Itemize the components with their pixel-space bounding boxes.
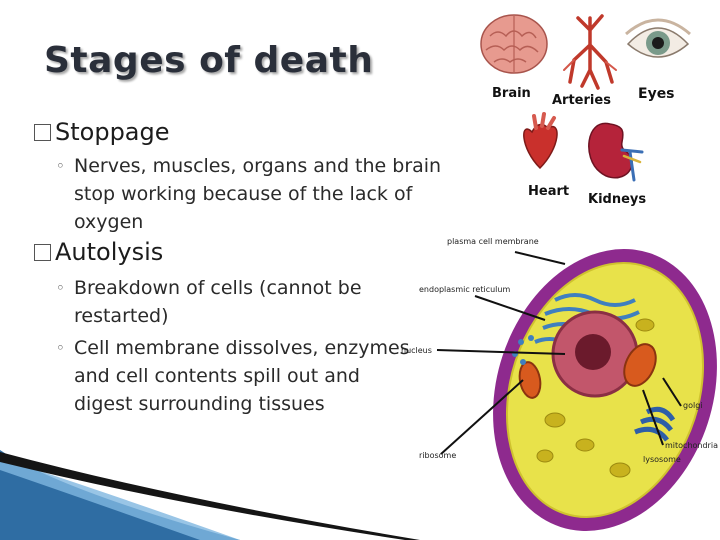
bullet-heading: Stoppage — [55, 118, 170, 146]
pointer-lines — [436, 251, 682, 455]
sub-bullet: ◦ Breakdown of cells (cannot be restarte… — [56, 274, 456, 330]
label-nucleus: nucleus — [401, 346, 432, 355]
sub-bullet-text: Breakdown of cells (cannot be restarted) — [74, 277, 362, 327]
sub-bullet: ◦ Cell membrane dissolves, enzymes and c… — [56, 334, 416, 418]
kidneys-image: Kidneys — [588, 122, 646, 207]
nucleolus-shape — [575, 334, 611, 370]
mitochondrion-shape — [623, 343, 657, 387]
sub-bullet: ◦ Nerves, muscles, organs and the brain … — [56, 152, 456, 236]
bullet-heading: Autolysis — [55, 238, 164, 266]
label-lysosome: lysosome — [643, 455, 681, 464]
sub-bullet-text: Nerves, muscles, organs and the brain st… — [74, 155, 442, 233]
brain-label: Brain — [492, 86, 531, 101]
slide-title: Stages of death — [44, 40, 374, 81]
square-box-icon — [34, 123, 51, 141]
eyes-image: Eyes — [625, 18, 691, 102]
kidneys-label: Kidneys — [588, 192, 646, 207]
decorative-swoosh — [0, 450, 420, 540]
vesicles — [536, 318, 655, 478]
heart-image: Heart — [523, 112, 569, 199]
bullet-autolysis: Autolysis — [34, 238, 163, 266]
eyes-label: Eyes — [638, 86, 675, 102]
label-ribosome: ribosome — [419, 451, 456, 460]
label-mitochondria: mitochondria — [665, 441, 718, 450]
label-golgi: golgi — [683, 401, 703, 410]
ring-bullet-icon: ◦ — [56, 339, 65, 357]
bullet-stoppage: Stoppage — [34, 118, 170, 146]
brain-image: Brain — [480, 14, 548, 101]
organs-illustration: Brain Arteries Eyes Heart Kidneys — [480, 14, 691, 207]
square-box-icon — [34, 243, 51, 261]
ring-bullet-icon: ◦ — [56, 279, 65, 297]
cell-diagram: plasma cell membrane endoplasmic reticul… — [401, 237, 718, 531]
heart-label: Heart — [528, 184, 569, 199]
label-er: endoplasmic reticulum — [419, 285, 510, 294]
ring-bullet-icon: ◦ — [56, 157, 65, 175]
sub-bullet-text: Cell membrane dissolves, enzymes and cel… — [74, 337, 410, 415]
arteries-label: Arteries — [552, 93, 611, 108]
label-plasma-membrane: plasma cell membrane — [447, 237, 539, 246]
arteries-image: Arteries — [552, 14, 617, 108]
